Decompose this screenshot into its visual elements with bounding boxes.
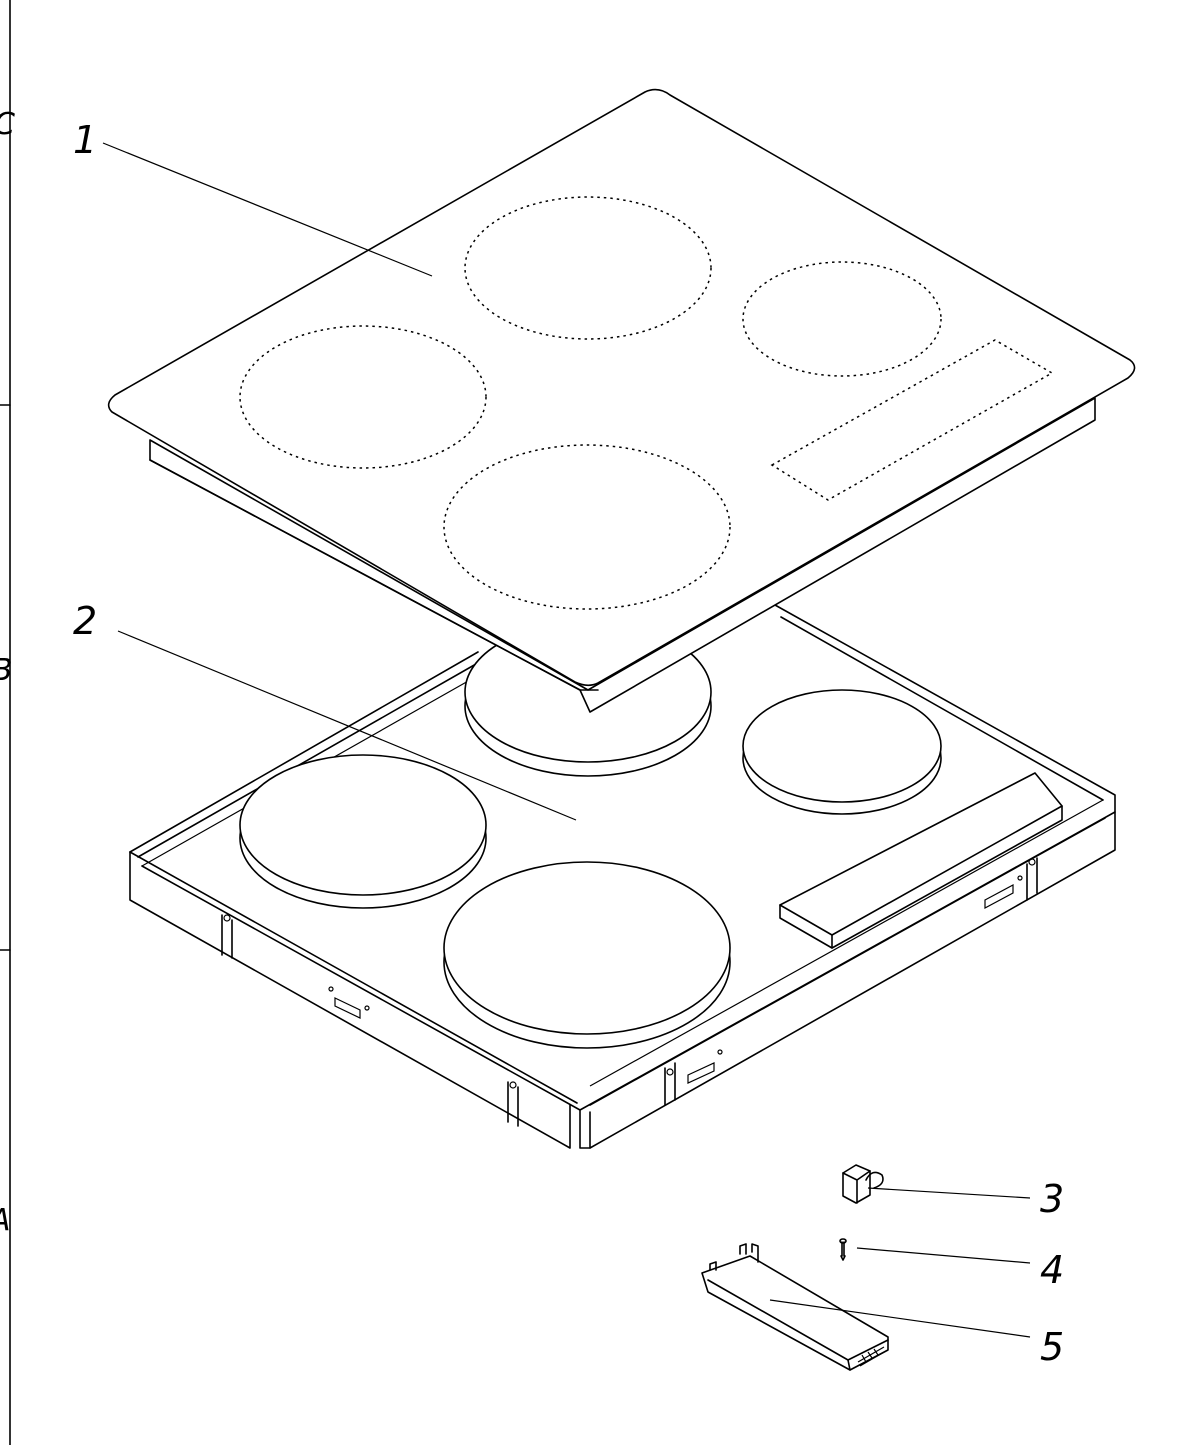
part-2-hob-base [129,604,1116,1149]
callout-4: 4 [1040,1248,1064,1292]
leader-line-3 [867,1187,1031,1199]
leader-line-5 [769,1299,1031,1338]
part-4-screw [839,1238,847,1261]
border-mark-b: B [0,653,13,688]
leader-line-2 [117,630,577,821]
callout-3: 3 [1040,1177,1064,1221]
leader-line-4 [856,1247,1031,1264]
part-1-glass-ceramic-top [107,88,1136,713]
cooking-zone-rear-left [464,196,712,340]
callout-5: 5 [1040,1325,1064,1369]
callouts: 1 2 3 4 5 [73,118,1064,1369]
control-area-outline [770,339,1054,501]
cooking-zone-rear-right [742,261,942,377]
heating-element-rear-right [742,689,942,815]
control-module-block [779,772,1063,949]
part-5-cover-plate [701,1243,889,1371]
drawing-frame: C B A [0,0,15,1446]
callout-2: 2 [73,599,97,643]
border-mark-c: C [0,107,15,142]
border-mark-a: A [0,1203,11,1238]
heating-element-front-left [239,754,487,909]
cooking-zone-front-right [443,444,731,610]
callout-1: 1 [73,118,97,162]
cooking-zone-front-left [239,325,487,469]
part-3-clip [842,1164,884,1204]
leader-line-1 [102,142,433,277]
heating-element-front-right [443,861,731,1049]
